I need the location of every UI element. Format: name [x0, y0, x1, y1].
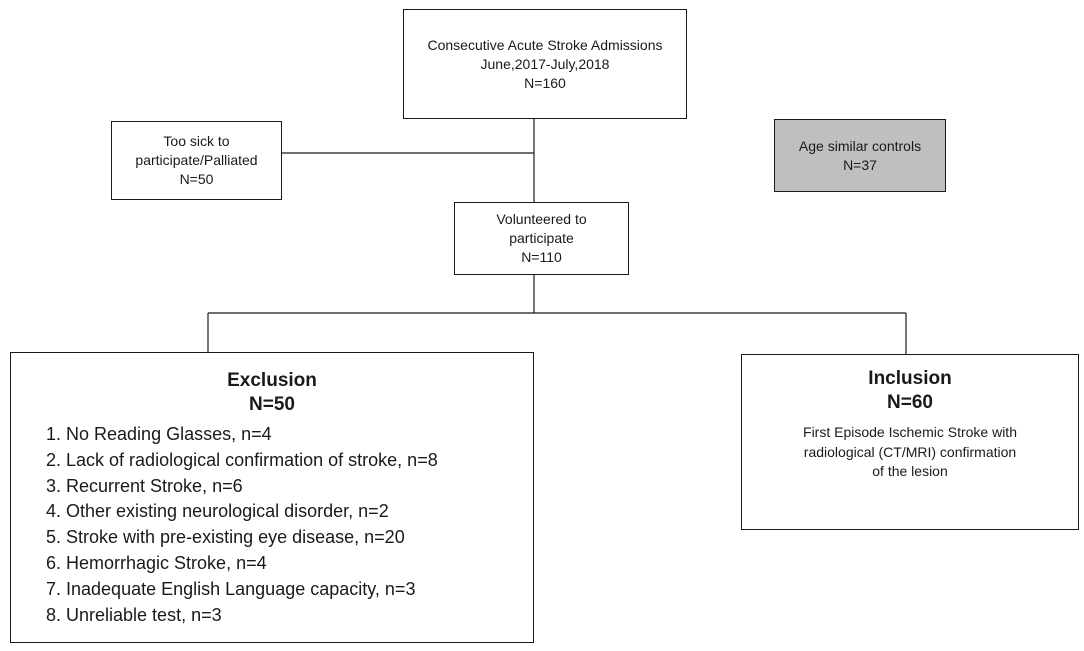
- volunteered-box: Volunteered to participate N=110: [454, 202, 629, 275]
- exclusion-item: 4. Other existing neurological disorder,…: [46, 501, 389, 522]
- exclusion-box: Exclusion N=50 1. No Reading Glasses, n=…: [10, 352, 534, 643]
- exclusion-item: 8. Unreliable test, n=3: [46, 604, 222, 625]
- volunteered-count: N=110: [521, 249, 562, 265]
- exclusion-item: 2. Lack of radiological confirmation of …: [46, 449, 438, 470]
- exclusion-criteria-list: 1. No Reading Glasses, n=4 2. Lack of ra…: [46, 422, 438, 628]
- too-sick-box: Too sick to participate/Palliated N=50: [111, 121, 282, 200]
- too-sick-count: N=50: [179, 171, 214, 187]
- exclusion-title: Exclusion: [227, 370, 317, 391]
- admissions-label: Consecutive Acute Stroke Admissions: [427, 36, 663, 53]
- exclusion-item: 5. Stroke with pre-existing eye disease,…: [46, 527, 405, 548]
- inclusion-count: N=60: [887, 392, 933, 413]
- inclusion-box: Inclusion N=60 First Episode Ischemic St…: [741, 354, 1079, 530]
- too-sick-label-line-1: Too sick to: [163, 133, 230, 149]
- volunteered-label-line-1: Volunteered to: [496, 211, 587, 227]
- exclusion-item: 6. Hemorrhagic Stroke, n=4: [46, 552, 267, 573]
- admissions-box: Consecutive Acute Stroke Admissions June…: [403, 9, 687, 119]
- exclusion-item: 7. Inadequate English Language capacity,…: [46, 578, 416, 599]
- exclusion-item: 1. No Reading Glasses, n=4: [46, 424, 272, 444]
- inclusion-description-line: radiological (CT/MRI) confirmation: [803, 443, 1017, 460]
- too-sick-label-line-2: participate/Palliated: [135, 152, 258, 168]
- controls-label: Age similar controls: [798, 137, 922, 154]
- exclusion-count: N=50: [249, 394, 295, 415]
- admissions-period: June,2017-July,2018: [480, 55, 610, 72]
- inclusion-title: Inclusion: [868, 368, 952, 389]
- admissions-count: N=160: [524, 74, 566, 91]
- volunteered-label-line-2: participate: [509, 230, 574, 246]
- controls-box: Age similar controls N=37: [774, 119, 946, 192]
- inclusion-description: First Episode Ischemic Stroke with radio…: [803, 423, 1017, 482]
- controls-count: N=37: [843, 156, 877, 173]
- exclusion-item: 3. Recurrent Stroke, n=6: [46, 475, 243, 496]
- inclusion-description-line: First Episode Ischemic Stroke with: [803, 424, 1017, 440]
- inclusion-description-line: of the lesion: [872, 463, 948, 479]
